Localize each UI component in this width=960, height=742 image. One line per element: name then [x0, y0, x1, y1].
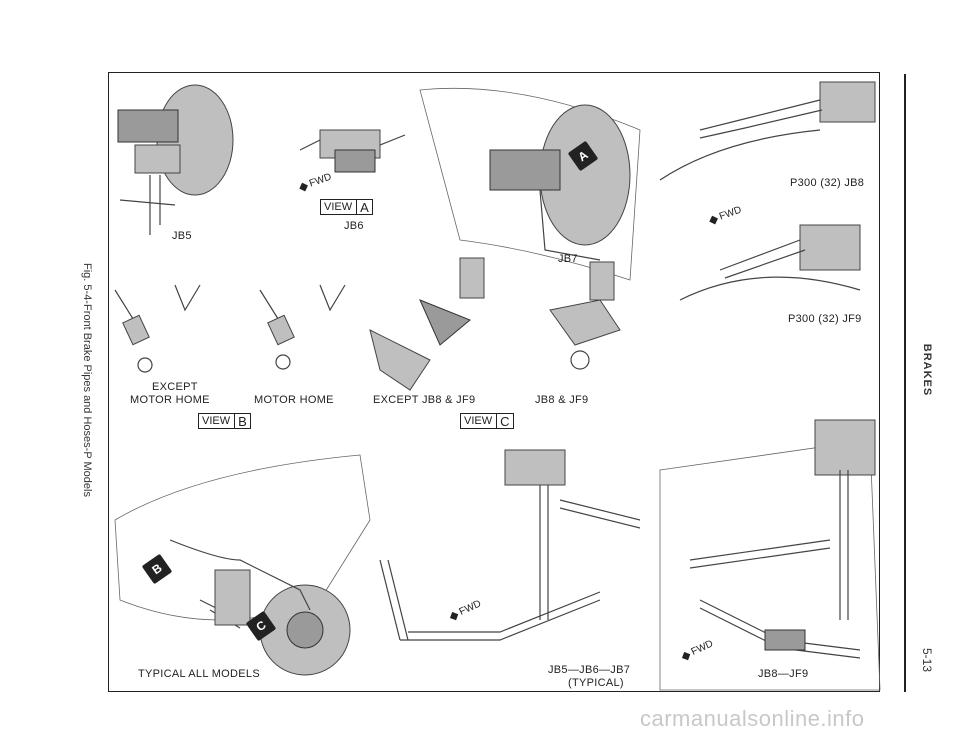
label-typical: (TYPICAL) — [568, 677, 624, 689]
jb8-frame-pipes — [659, 419, 881, 691]
view-b-hose-fittings — [114, 284, 346, 373]
view-c-letter: C — [496, 414, 512, 429]
diagram-frame — [108, 72, 880, 692]
label-except-2: MOTOR HOME — [130, 394, 210, 406]
label-jb5-jb6-jb7: JB5—JB6—JB7 — [548, 664, 631, 676]
label-except-jb8-jf9: EXCEPT JB8 & JF9 — [373, 394, 476, 406]
view-b-letter: B — [234, 414, 250, 429]
jb7-booster — [419, 87, 641, 281]
jb-lower-pipes — [379, 449, 641, 641]
label-typical-all-models: TYPICAL ALL MODELS — [138, 668, 260, 680]
label-jb8-jf9-bottom: JB8—JF9 — [758, 668, 809, 680]
label-jb7: JB7 — [558, 253, 578, 265]
front-suspension — [114, 454, 371, 676]
view-c-word: VIEW — [464, 415, 493, 427]
p300-jb8-pipes — [659, 81, 876, 181]
label-jb5: JB5 — [172, 230, 192, 242]
view-c-bolts — [369, 257, 621, 391]
view-c-label: VIEW C — [460, 413, 514, 429]
p300-jf9-pipes — [679, 224, 861, 301]
margin-rule — [904, 74, 906, 692]
view-a-letter: A — [356, 200, 372, 215]
label-jb8-jf9: JB8 & JF9 — [535, 394, 589, 406]
view-a-label: VIEW A — [320, 199, 373, 215]
label-p300-jf9: P300 (32) JF9 — [788, 313, 862, 325]
view-b-word: VIEW — [202, 415, 231, 427]
jb6-master-cylinder — [299, 129, 406, 173]
watermark: carmanualsonline.info — [640, 706, 865, 731]
label-p300-jb8: P300 (32) JB8 — [790, 177, 865, 189]
label-jb6: JB6 — [344, 220, 364, 232]
jb5-master-cylinder — [117, 84, 234, 235]
view-b-label: VIEW B — [198, 413, 251, 429]
label-except-1: EXCEPT — [152, 381, 198, 393]
view-a-word: VIEW — [324, 201, 353, 213]
label-motor-home: MOTOR HOME — [254, 394, 334, 406]
